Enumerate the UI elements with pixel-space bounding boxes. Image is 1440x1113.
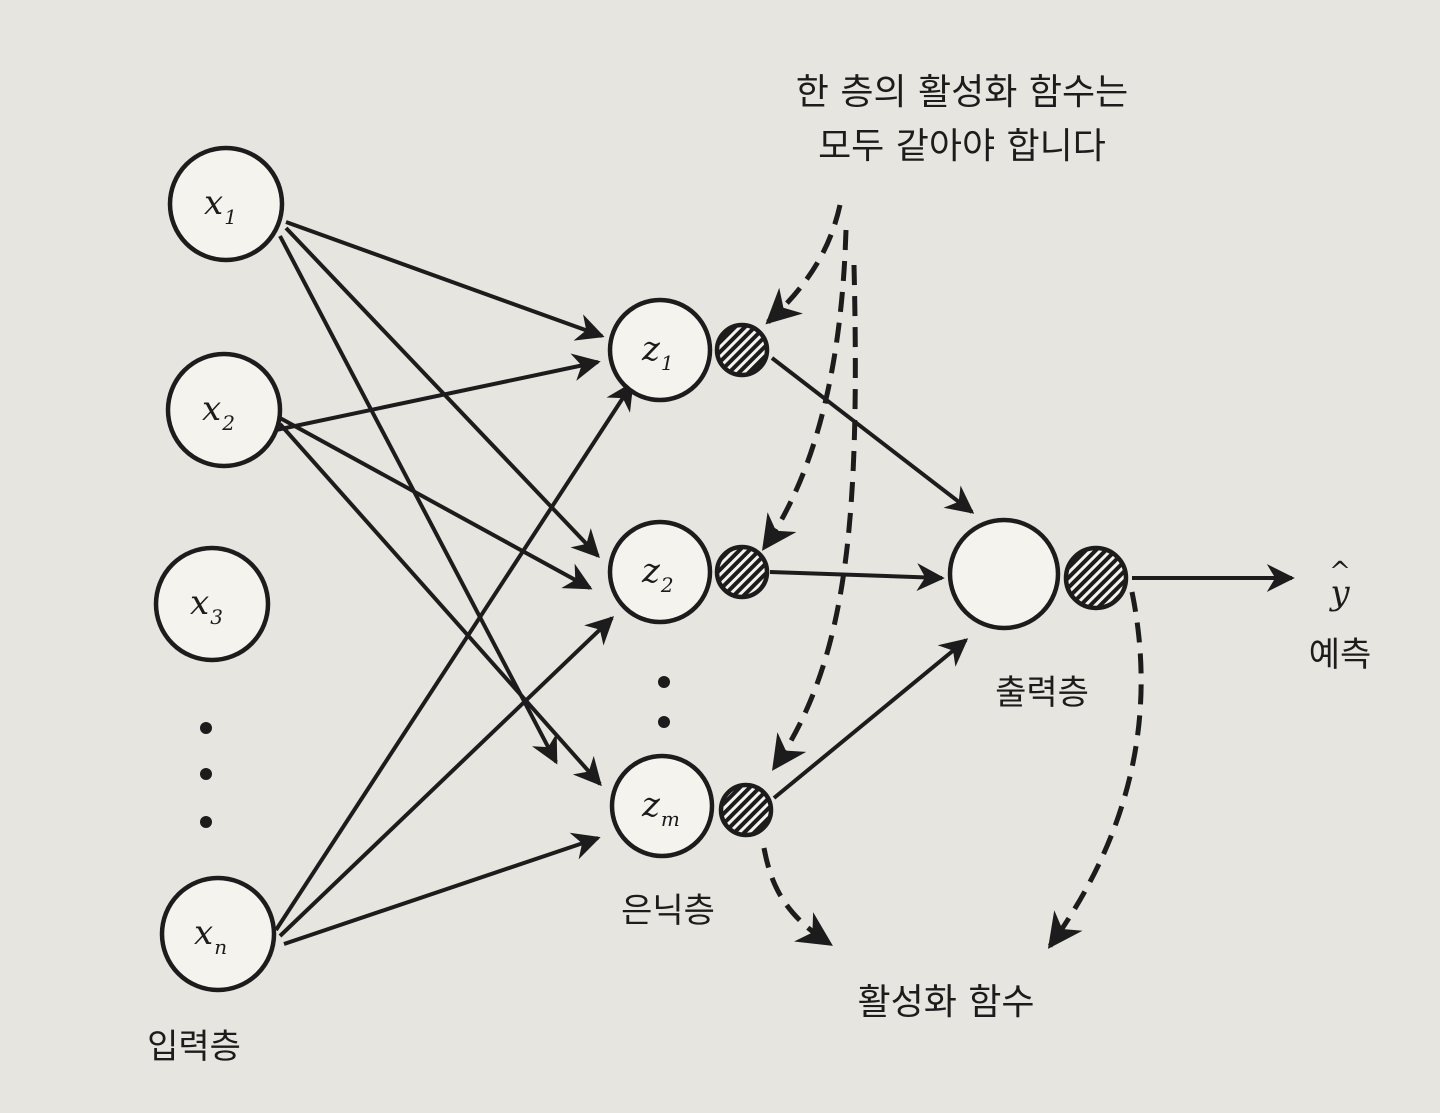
output-node: [947, 517, 1061, 631]
hidden-node-z2: [607, 519, 713, 625]
input-layer: x1 x2 x3 xn 입력층: [147, 145, 285, 1067]
activation-function-label: 활성화 함수: [857, 982, 1034, 1023]
input-node-x1-label: x1: [204, 183, 237, 229]
edge-x1-z2: [284, 226, 600, 559]
prediction-label: 예측: [1309, 635, 1372, 675]
input-node-x3: [153, 545, 271, 663]
hidden-activation-z1: [714, 322, 770, 378]
dashed-arrow-to-z2-activation: [761, 229, 849, 551]
annotation-line-1: 한 층의 활성화 함수는: [796, 72, 1128, 113]
y-hat-symbol: y: [1328, 573, 1350, 613]
annotation: 한 층의 활성화 함수는 모두 같아야 합니다 활성화 함수: [796, 72, 1128, 1023]
hidden-layer: z1 z2 zm 은닉층: [607, 297, 774, 931]
edge-x2-z1: [275, 353, 601, 432]
annotation-line-2: 모두 같아야 합니다: [818, 126, 1106, 167]
input-node-x3-label: x3: [190, 583, 223, 629]
input-node-xn: [159, 875, 277, 993]
edge-zm-out: [772, 638, 969, 800]
edge-z2-out: [769, 563, 945, 592]
edge-x1-zm: [278, 235, 558, 765]
edge-xn-z2: [278, 616, 615, 938]
output-activation: [1063, 545, 1129, 611]
hidden-to-output-edges: [769, 356, 1295, 800]
ellipsis-dot: [200, 768, 212, 780]
ellipsis-dot: [658, 676, 670, 688]
y-hat-accent: ^: [1329, 557, 1351, 587]
hidden-node-z1: [607, 297, 713, 403]
dashed-arrow-to-z1-activation: [765, 204, 843, 325]
annotation-arrows: [761, 204, 1144, 949]
input-to-hidden-edges: [274, 220, 634, 946]
hidden-node-z1-label: z1: [641, 329, 674, 375]
hidden-node-zm-label: zm: [641, 785, 680, 831]
edge-xn-zm: [283, 832, 601, 946]
output-layer-label: 출력층: [995, 673, 1089, 713]
prediction: ^ y 예측: [1309, 557, 1372, 675]
dashed-arrow-output-activation-label: [1047, 591, 1144, 949]
ellipsis-dot: [200, 722, 212, 734]
hidden-activation-zm: [718, 782, 774, 838]
edge-x1-z1: [285, 220, 605, 341]
input-layer-label: 입력층: [147, 1027, 241, 1067]
hidden-node-z2-label: z2: [641, 551, 674, 597]
hidden-node-zm: [609, 753, 715, 859]
dashed-arrow-to-zm-activation: [771, 264, 858, 771]
input-node-xn-label: xn: [194, 913, 227, 959]
hidden-layer-label: 은닉층: [621, 891, 715, 931]
edge-x2-z2: [279, 416, 593, 590]
ellipsis-dot: [658, 716, 670, 728]
input-node-x1: [167, 145, 285, 263]
input-node-x2-label: x2: [202, 389, 235, 435]
edge-z1-out: [770, 356, 975, 514]
input-node-x2: [165, 351, 283, 469]
ellipsis-dot: [200, 816, 212, 828]
output-layer: 출력층: [947, 517, 1129, 713]
hidden-activation-z2: [714, 544, 770, 600]
edge-x2-zm: [278, 422, 602, 787]
edge-xn-z1: [274, 381, 634, 932]
dashed-arrow-zm-activation-label: [761, 847, 833, 947]
